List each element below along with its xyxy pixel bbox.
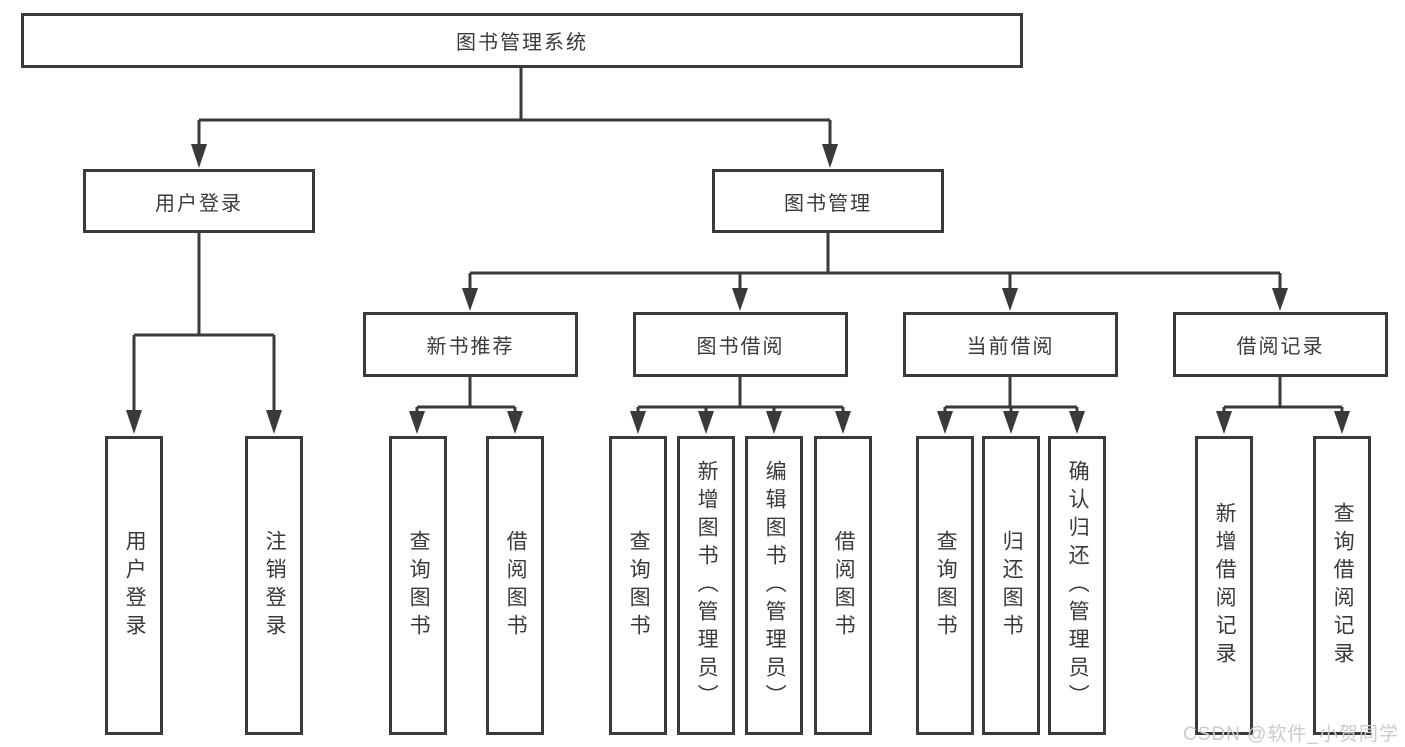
node-book-management: 图书管理 [712, 169, 944, 233]
node-leaf-query-borrow-record: 查询借阅记录 [1313, 436, 1371, 735]
leaf-label: 查询借阅记录 [1331, 501, 1355, 670]
node-leaf-user-login: 用户登录 [105, 436, 163, 735]
edge-borrowrecords-to-leaves [1222, 377, 1344, 413]
node-user-login: 用户登录 [83, 169, 315, 233]
edge-root-to-level2 [197, 68, 832, 146]
node-leaf-borrow-books-2: 借阅图书 [814, 436, 872, 735]
leaf-label: 查询图书 [627, 529, 651, 642]
node-book-borrow: 图书借阅 [633, 312, 848, 377]
node-leaf-edit-books-admin: 编辑图书（管理员） [745, 436, 803, 735]
node-leaf-borrow-books-1: 借阅图书 [486, 436, 544, 735]
leaf-label: 用户登录 [123, 529, 147, 642]
edge-newbookrec-to-leaves [415, 377, 517, 413]
leaf-label: 确认归还（管理员） [1066, 459, 1090, 712]
node-leaf-logout: 注销登录 [245, 436, 303, 735]
leaf-label: 新增图书（管理员） [695, 459, 719, 712]
leaf-label: 借阅图书 [832, 529, 856, 642]
leaf-label: 查询图书 [934, 529, 958, 642]
csdn-watermark: CSDN @软件_小贺同学 [1183, 724, 1399, 745]
node-root: 图书管理系统 [21, 13, 1023, 68]
edge-userlogin-to-leaves [132, 233, 276, 412]
node-leaf-query-books-1: 查询图书 [389, 436, 447, 735]
node-leaf-add-books-admin: 新增图书（管理员） [677, 436, 735, 735]
edge-bookborrow-to-leaves [636, 377, 845, 413]
node-leaf-query-books-2: 查询图书 [609, 436, 667, 735]
node-borrow-records: 借阅记录 [1173, 312, 1388, 377]
leaf-label: 注销登录 [263, 529, 287, 642]
leaf-label: 归还图书 [1000, 529, 1024, 642]
leaf-label: 新增借阅记录 [1213, 501, 1237, 670]
node-leaf-confirm-return-admin: 确认归还（管理员） [1048, 436, 1106, 735]
leaf-label: 借阅图书 [504, 529, 528, 642]
leaf-label: 编辑图书（管理员） [763, 459, 787, 712]
node-current-borrow: 当前借阅 [903, 312, 1118, 377]
edge-bookmgmt-to-level3 [468, 233, 1282, 290]
edge-currentborrow-to-leaves [943, 377, 1079, 413]
node-leaf-add-borrow-record: 新增借阅记录 [1195, 436, 1253, 735]
node-leaf-return-books: 归还图书 [982, 436, 1040, 735]
node-new-book-recommend: 新书推荐 [363, 312, 578, 377]
node-leaf-query-books-3: 查询图书 [916, 436, 974, 735]
leaf-label: 查询图书 [407, 529, 431, 642]
